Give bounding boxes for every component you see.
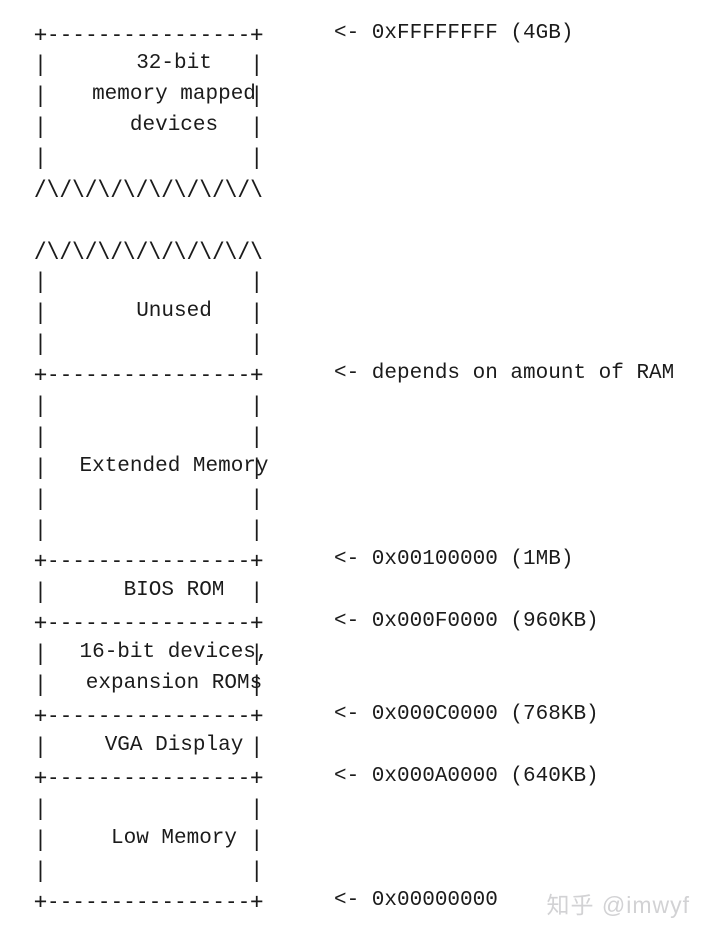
- box-side-walls: | |: [34, 827, 263, 852]
- marker-1mb: <- 0x00100000 (1MB): [334, 548, 574, 571]
- marker-4gb: <- 0xFFFFFFFF (4GB): [334, 22, 574, 45]
- box-side-walls: | |: [34, 734, 263, 759]
- box-side-walls: | |: [34, 641, 263, 666]
- box-side-walls: | |: [34, 579, 263, 604]
- box-side-walls: | |: [34, 269, 263, 294]
- box-side-walls: | |: [34, 424, 263, 449]
- marker-768kb: <- 0x000C0000 (768KB): [334, 703, 599, 726]
- marker-zero: <- 0x00000000: [334, 889, 498, 912]
- box-side-walls: | |: [34, 52, 263, 77]
- border-ram-limit: +----------------+: [34, 362, 263, 387]
- marker-ram: <- depends on amount of RAM: [334, 362, 675, 385]
- border-640kb: +----------------+: [34, 765, 263, 790]
- box-side-walls: | |: [34, 455, 263, 480]
- box-side-walls: | |: [34, 858, 263, 883]
- marker-960kb: <- 0x000F0000 (960KB): [334, 610, 599, 633]
- box-side-walls: | |: [34, 300, 263, 325]
- border-960kb: +----------------+: [34, 610, 263, 635]
- zigzag-break-lower: /\/\/\/\/\/\/\/\/\: [34, 238, 263, 263]
- border-top-4gb: +----------------+: [34, 22, 263, 47]
- marker-640kb: <- 0x000A0000 (640KB): [334, 765, 599, 788]
- box-side-walls: | |: [34, 517, 263, 542]
- zigzag-break-upper: /\/\/\/\/\/\/\/\/\: [34, 176, 263, 201]
- box-side-walls: | |: [34, 331, 263, 356]
- box-side-walls: | |: [34, 672, 263, 697]
- box-side-walls: | |: [34, 393, 263, 418]
- zhihu-watermark: 知乎 @imwyf: [546, 892, 690, 918]
- box-side-walls: | |: [34, 486, 263, 511]
- box-side-walls: | |: [34, 114, 263, 139]
- border-768kb: +----------------+: [34, 703, 263, 728]
- border-bottom-zero: +----------------+: [34, 889, 263, 914]
- box-side-walls: | |: [34, 83, 263, 108]
- border-1mb: +----------------+: [34, 548, 263, 573]
- box-side-walls: | |: [34, 145, 263, 170]
- box-side-walls: | |: [34, 796, 263, 821]
